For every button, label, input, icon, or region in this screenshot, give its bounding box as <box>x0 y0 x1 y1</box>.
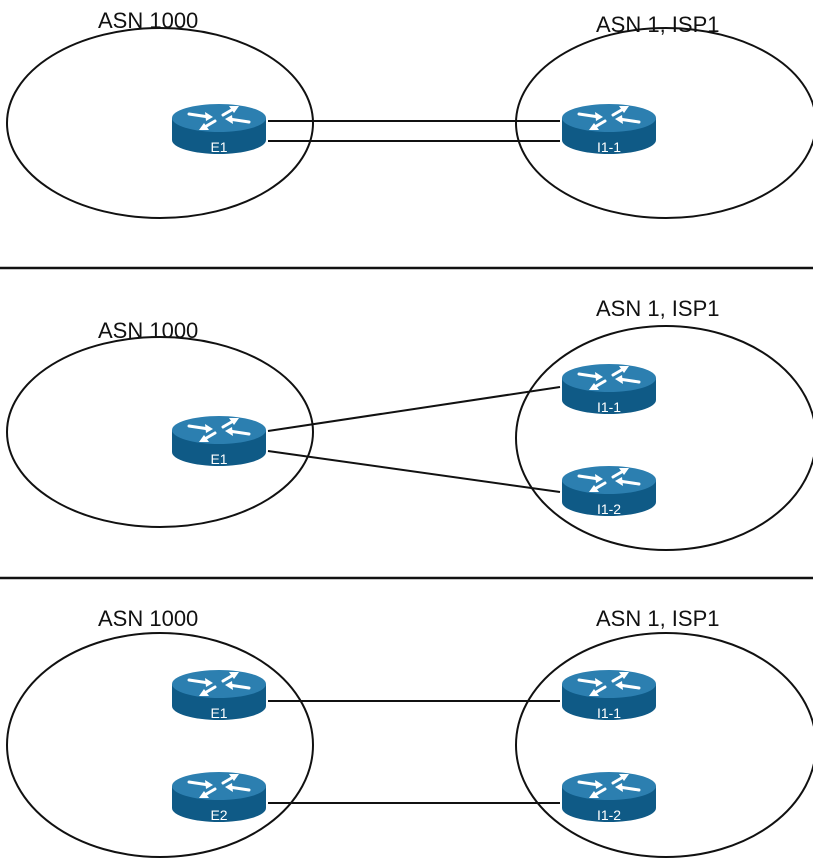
asn-1000-label: ASN 1000 <box>98 8 198 33</box>
link-e1-i1-1 <box>267 386 561 432</box>
router-icon: I1-2 <box>560 464 658 518</box>
router-label-e1: E1 <box>210 451 227 467</box>
router-label-i1-2: I1-2 <box>597 807 621 823</box>
router-label-i1-1: I1-1 <box>597 399 621 415</box>
isp1-label: ASN 1, ISP1 <box>596 12 720 37</box>
router-icon: E1 <box>170 102 268 156</box>
panel-3: ASN 1000 ASN 1, ISP1 E1 E2 I1-1 I1-2 <box>6 606 813 858</box>
panel-2: ASN 1000 ASN 1, ISP1 E1 I1-1 I1-2 <box>6 296 813 551</box>
router-label-e1: E1 <box>210 705 227 721</box>
link-e1-i1-2 <box>267 450 561 493</box>
router-label-i1-2: I1-2 <box>597 501 621 517</box>
isp1-label: ASN 1, ISP1 <box>596 606 720 631</box>
router-label-i1-1: I1-1 <box>597 705 621 721</box>
router-label-i1-1: I1-1 <box>597 139 621 155</box>
isp1-region <box>515 632 813 858</box>
panel-1: ASN 1000 ASN 1, ISP1 E1 I1-1 <box>6 8 813 219</box>
isp1-label: ASN 1, ISP1 <box>596 296 720 321</box>
router-label-e2: E2 <box>210 807 227 823</box>
router-icon: I1-1 <box>560 362 658 416</box>
router-icon: I1-1 <box>560 668 658 722</box>
asn-1000-label: ASN 1000 <box>98 606 198 631</box>
router-icon: E2 <box>170 770 268 824</box>
isp1-region <box>515 325 813 551</box>
router-icon: I1-2 <box>560 770 658 824</box>
router-icon: I1-1 <box>560 102 658 156</box>
router-icon: E1 <box>170 668 268 722</box>
router-icon: E1 <box>170 414 268 468</box>
router-label-e1: E1 <box>210 139 227 155</box>
asn-1000-region <box>6 632 314 858</box>
asn-1000-label: ASN 1000 <box>98 318 198 343</box>
isp1-region <box>515 27 813 219</box>
asn-1000-region <box>6 336 314 528</box>
asn-1000-region <box>6 27 314 219</box>
